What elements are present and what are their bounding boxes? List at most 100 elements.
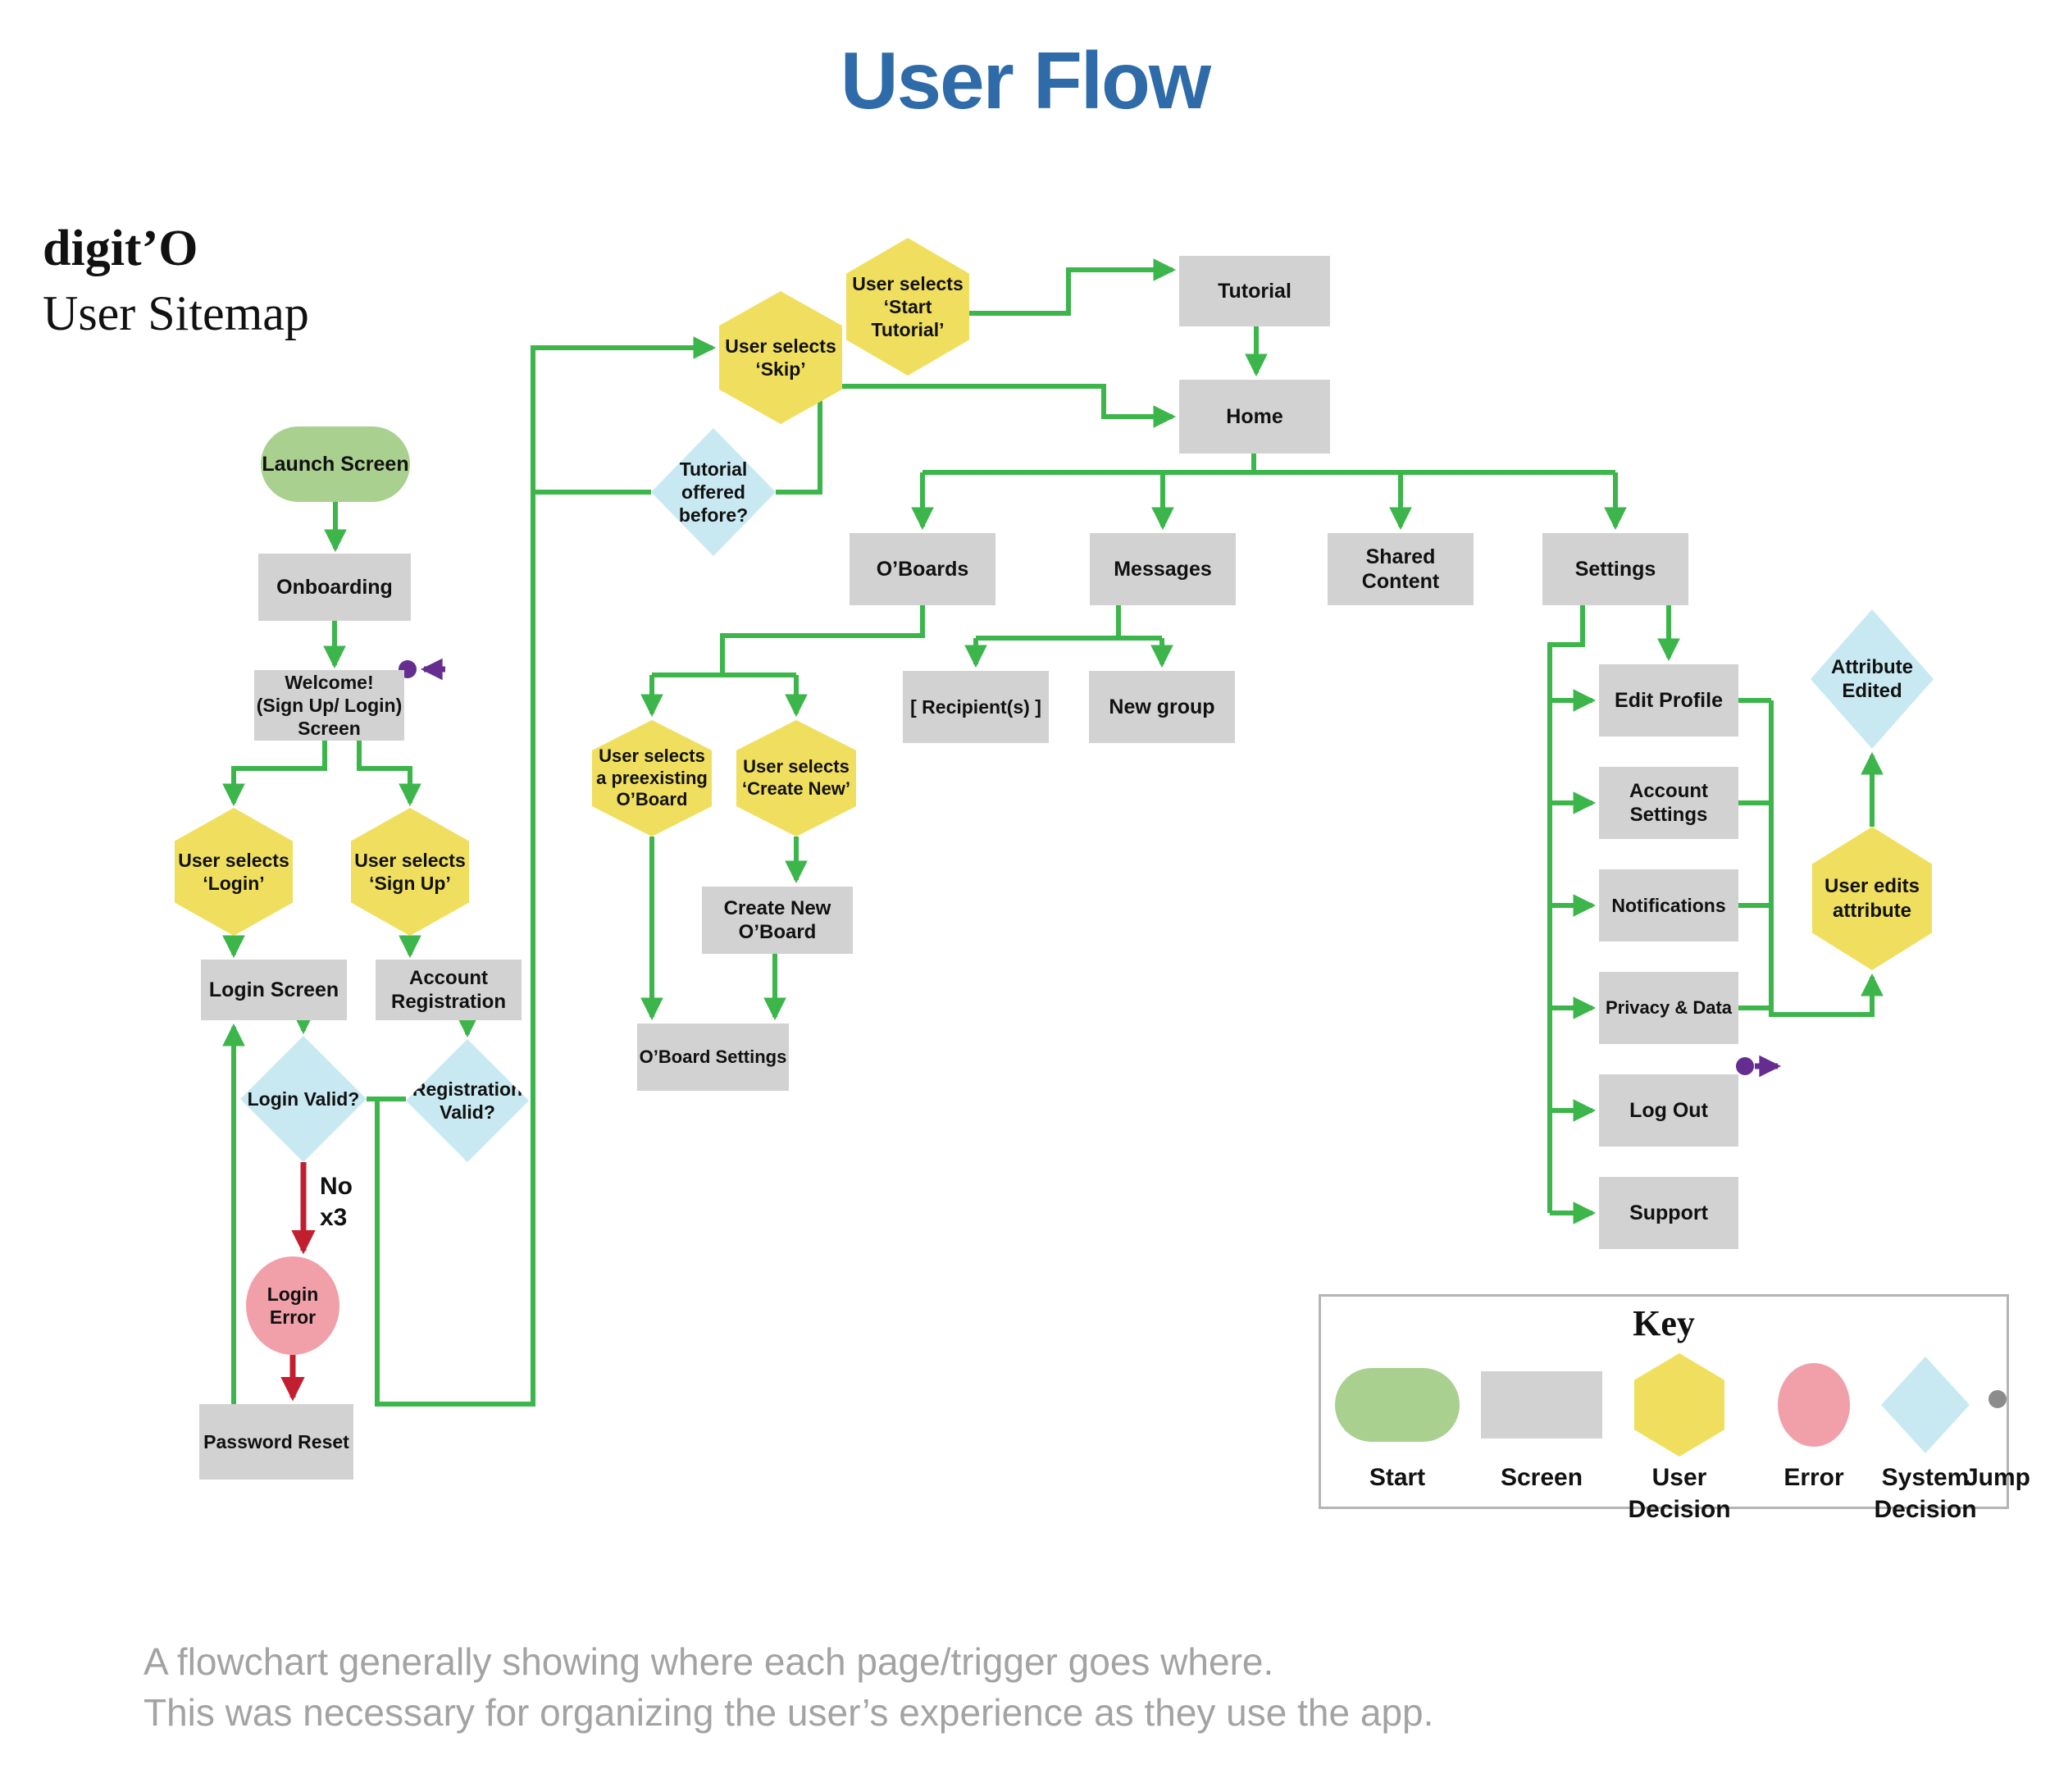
flow-connector [968, 258, 1177, 316]
node-label: Privacy & Data [1605, 996, 1733, 1018]
node-label: Shared [1365, 545, 1436, 568]
node-messages: Messages [1090, 533, 1236, 605]
node-notifications: Notifications [1599, 869, 1738, 942]
page-title: User Flow [840, 35, 1211, 125]
node-label: Edit Profile [1615, 688, 1723, 712]
key-label-screen: Screen [1501, 1461, 1583, 1493]
node-onboarding: Onboarding [258, 554, 411, 621]
node-settings: Settings [1542, 533, 1688, 605]
node-launch-screen: Launch Screen [261, 426, 410, 502]
node-label: Welcome! [285, 671, 374, 693]
key-label-line: Jump [1964, 1464, 2031, 1491]
node-edit-profile: Edit Profile [1599, 664, 1738, 736]
key-label-error: Error [1784, 1461, 1843, 1493]
key-label-jumpdot: Jump [1965, 1461, 2030, 1493]
node-label: Error [269, 1306, 317, 1328]
key-label-line: Error [1784, 1464, 1844, 1491]
node-sel-skip: User selects‘Skip’ [719, 291, 842, 424]
node-label: User selects [178, 849, 289, 871]
flow-connector [357, 741, 421, 807]
key-shape-screen-icon [1481, 1371, 1602, 1439]
node-label: [ Recipient(s) ] [910, 695, 1041, 718]
no-x3-line: x3 [320, 1203, 348, 1231]
flow-connector [840, 384, 1177, 428]
key-shape-start-icon [1335, 1368, 1460, 1442]
caption: A flowchart generally showing where each… [144, 1636, 1433, 1738]
node-label: Edited [1842, 680, 1902, 702]
node-label: User selects [354, 849, 466, 871]
node-label: Attribute [1831, 655, 1913, 678]
node-label: Login Screen [208, 978, 339, 1001]
node-label: ‘Sign Up’ [369, 873, 451, 894]
node-label: Tutorial’ [871, 319, 945, 341]
node-label: Notifications [1611, 894, 1726, 916]
node-label: Content [1361, 570, 1440, 593]
node-label: Log Out [1629, 1098, 1708, 1122]
key-legend-title: Key [1633, 1303, 1695, 1343]
node-label: O’Board [738, 921, 817, 943]
node-label: Messages [1114, 557, 1212, 581]
key-shape-jumpdot-icon [1988, 1390, 2007, 1408]
node-sel-create-new: User selects‘Create New’ [736, 720, 856, 837]
node-label: ‘Login’ [203, 873, 265, 894]
flow-connector [1547, 605, 1585, 1213]
key-label-line: Screen [1500, 1464, 1583, 1491]
node-login-valid: Login Valid? [240, 1036, 367, 1162]
node-label: Support [1629, 1201, 1708, 1224]
node-label: Launch Screen [262, 452, 409, 476]
node-sel-login: User selects‘Login’ [175, 808, 293, 936]
node-label: Valid? [440, 1101, 495, 1123]
node-label: Login Valid? [247, 1088, 360, 1110]
node-label: before? [678, 504, 749, 527]
node-home: Home [1179, 380, 1330, 454]
node-label: Account [1629, 779, 1708, 802]
node-label: Registration [412, 1078, 523, 1100]
node-label: Tutorial [1218, 279, 1292, 303]
node-label: User selects [725, 335, 836, 357]
node-label: Settings [1574, 557, 1656, 581]
node-label: ‘Skip’ [755, 358, 806, 380]
key-label-line: User [1651, 1464, 1707, 1491]
key-label-line: Decision [1874, 1496, 1977, 1523]
brand-name: digit’O [43, 221, 198, 276]
flow-connector [720, 605, 925, 675]
node-label: Login [266, 1283, 319, 1305]
node-oboards: O’Boards [850, 533, 995, 605]
node-login-screen: Login Screen [201, 960, 347, 1020]
node-welcome-screen: Welcome!(Sign Up/ Login)Screen [254, 670, 404, 741]
node-log-out: Log Out [1599, 1074, 1738, 1147]
node-label: ‘Start [883, 295, 932, 317]
key-shape-error-icon [1778, 1363, 1850, 1447]
node-label: a preexisting [596, 767, 708, 788]
key-label-line: System [1881, 1464, 1970, 1491]
node-label: New group [1109, 695, 1215, 718]
node-label: Screen [298, 718, 361, 740]
node-label: User selects [743, 756, 850, 777]
jump-dot-icon [1736, 1057, 1754, 1075]
caption-line-2: This was necessary for organizing the us… [144, 1691, 1434, 1735]
node-label: O’Boards [876, 557, 969, 581]
node-label: Registration [390, 991, 506, 1013]
node-label: O’Board [616, 789, 688, 810]
node-label: Onboarding [276, 575, 393, 599]
caption-line-1: A flowchart generally showing where each… [144, 1640, 1274, 1683]
node-label: Home [1226, 404, 1283, 428]
node-label: User edits [1824, 875, 1920, 898]
node-tutorial: Tutorial [1179, 256, 1330, 326]
node-label: User selects [599, 745, 705, 766]
node-sel-signup: User selects‘Sign Up’ [351, 808, 469, 936]
node-label: O’Board Settings [639, 1046, 787, 1067]
